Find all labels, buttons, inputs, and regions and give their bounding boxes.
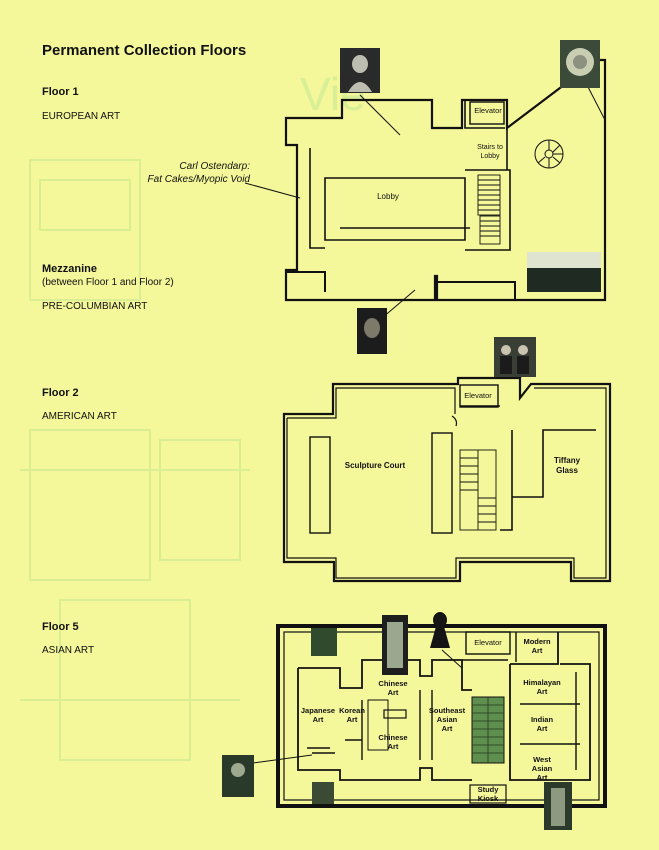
sculpture-silhouette	[430, 612, 450, 648]
indian-art-label-2: Art	[537, 724, 548, 733]
floor2-elevator-label: Elevator	[464, 391, 492, 400]
west-asian-art-label-2: Asian	[532, 764, 553, 773]
west-asian-art-label-3: Art	[537, 773, 548, 782]
artwork-artist: Carl Ostendarp:	[179, 161, 250, 172]
vessel-thumbnail	[312, 782, 334, 804]
floor1-artworks	[340, 40, 601, 354]
modern-art-label-1: Modern	[523, 637, 551, 646]
mezzanine-collection: PRE-COLUMBIAN ART	[42, 301, 148, 312]
chinese-object-thumbnail	[311, 628, 337, 656]
floor5-artworks	[222, 612, 572, 830]
west-asian-art-label-1: West	[533, 755, 551, 764]
floor1-lobby-label: Lobby	[377, 192, 399, 201]
floor1-stairs-label-1: Stairs to	[477, 144, 503, 151]
chinese-art-bottom-label-2: Art	[388, 742, 399, 751]
southeast-asian-art-label-2: Asian	[437, 715, 458, 724]
indian-art-label-1: Indian	[531, 715, 554, 724]
floor1-heading: Floor 1	[42, 86, 79, 98]
floor1-collection: EUROPEAN ART	[42, 111, 121, 122]
page-title: Permanent Collection Floors	[42, 42, 247, 59]
japanese-art-label-2: Art	[313, 715, 324, 724]
chinese-art-top-label-2: Art	[388, 688, 399, 697]
japanese-art-label-1: Japanese	[301, 706, 335, 715]
artwork-title: Fat Cakes/Myopic Void	[147, 174, 250, 185]
sculpture-court-label: Sculpture Court	[345, 461, 406, 470]
himalayan-art-label-2: Art	[537, 687, 548, 696]
floor5-heading: Floor 5	[42, 621, 79, 633]
floor1-stairs-label-2: Lobby	[480, 153, 500, 160]
artwork-annotation: Carl Ostendarp: Fat Cakes/Myopic Void	[120, 160, 250, 186]
study-kiosk-label-2: Kiosk	[478, 794, 499, 803]
modern-art-label-2: Art	[532, 646, 543, 655]
korean-art-label-2: Art	[347, 715, 358, 724]
korean-art-label-1: Korean	[339, 706, 365, 715]
himalayan-art-label-1: Himalayan	[523, 678, 561, 687]
chinese-art-bottom-label-1: Chinese	[378, 733, 407, 742]
floor1-plan	[244, 58, 607, 319]
floor1-elevator-label: Elevator	[474, 106, 502, 115]
southeast-asian-art-label-3: Art	[442, 724, 453, 733]
southeast-asian-art-label-1: Southeast	[429, 706, 466, 715]
tiffany-glass-label-2: Glass	[556, 466, 578, 475]
floor2-collection: AMERICAN ART	[42, 411, 117, 422]
floor5-elevator-label: Elevator	[474, 638, 502, 647]
study-kiosk-label-1: Study	[478, 785, 500, 794]
floor2-plan	[282, 365, 612, 583]
mezzanine-heading: Mezzanine	[42, 263, 98, 275]
floor5-collection: ASIAN ART	[42, 645, 95, 656]
tiffany-glass-label-1: Tiffany	[554, 456, 581, 465]
mezzanine-note: (between Floor 1 and Floor 2)	[42, 277, 174, 288]
chinese-art-top-label-1: Chinese	[378, 679, 407, 688]
floor2-artwork	[494, 337, 536, 377]
floor2-heading: Floor 2	[42, 387, 79, 399]
